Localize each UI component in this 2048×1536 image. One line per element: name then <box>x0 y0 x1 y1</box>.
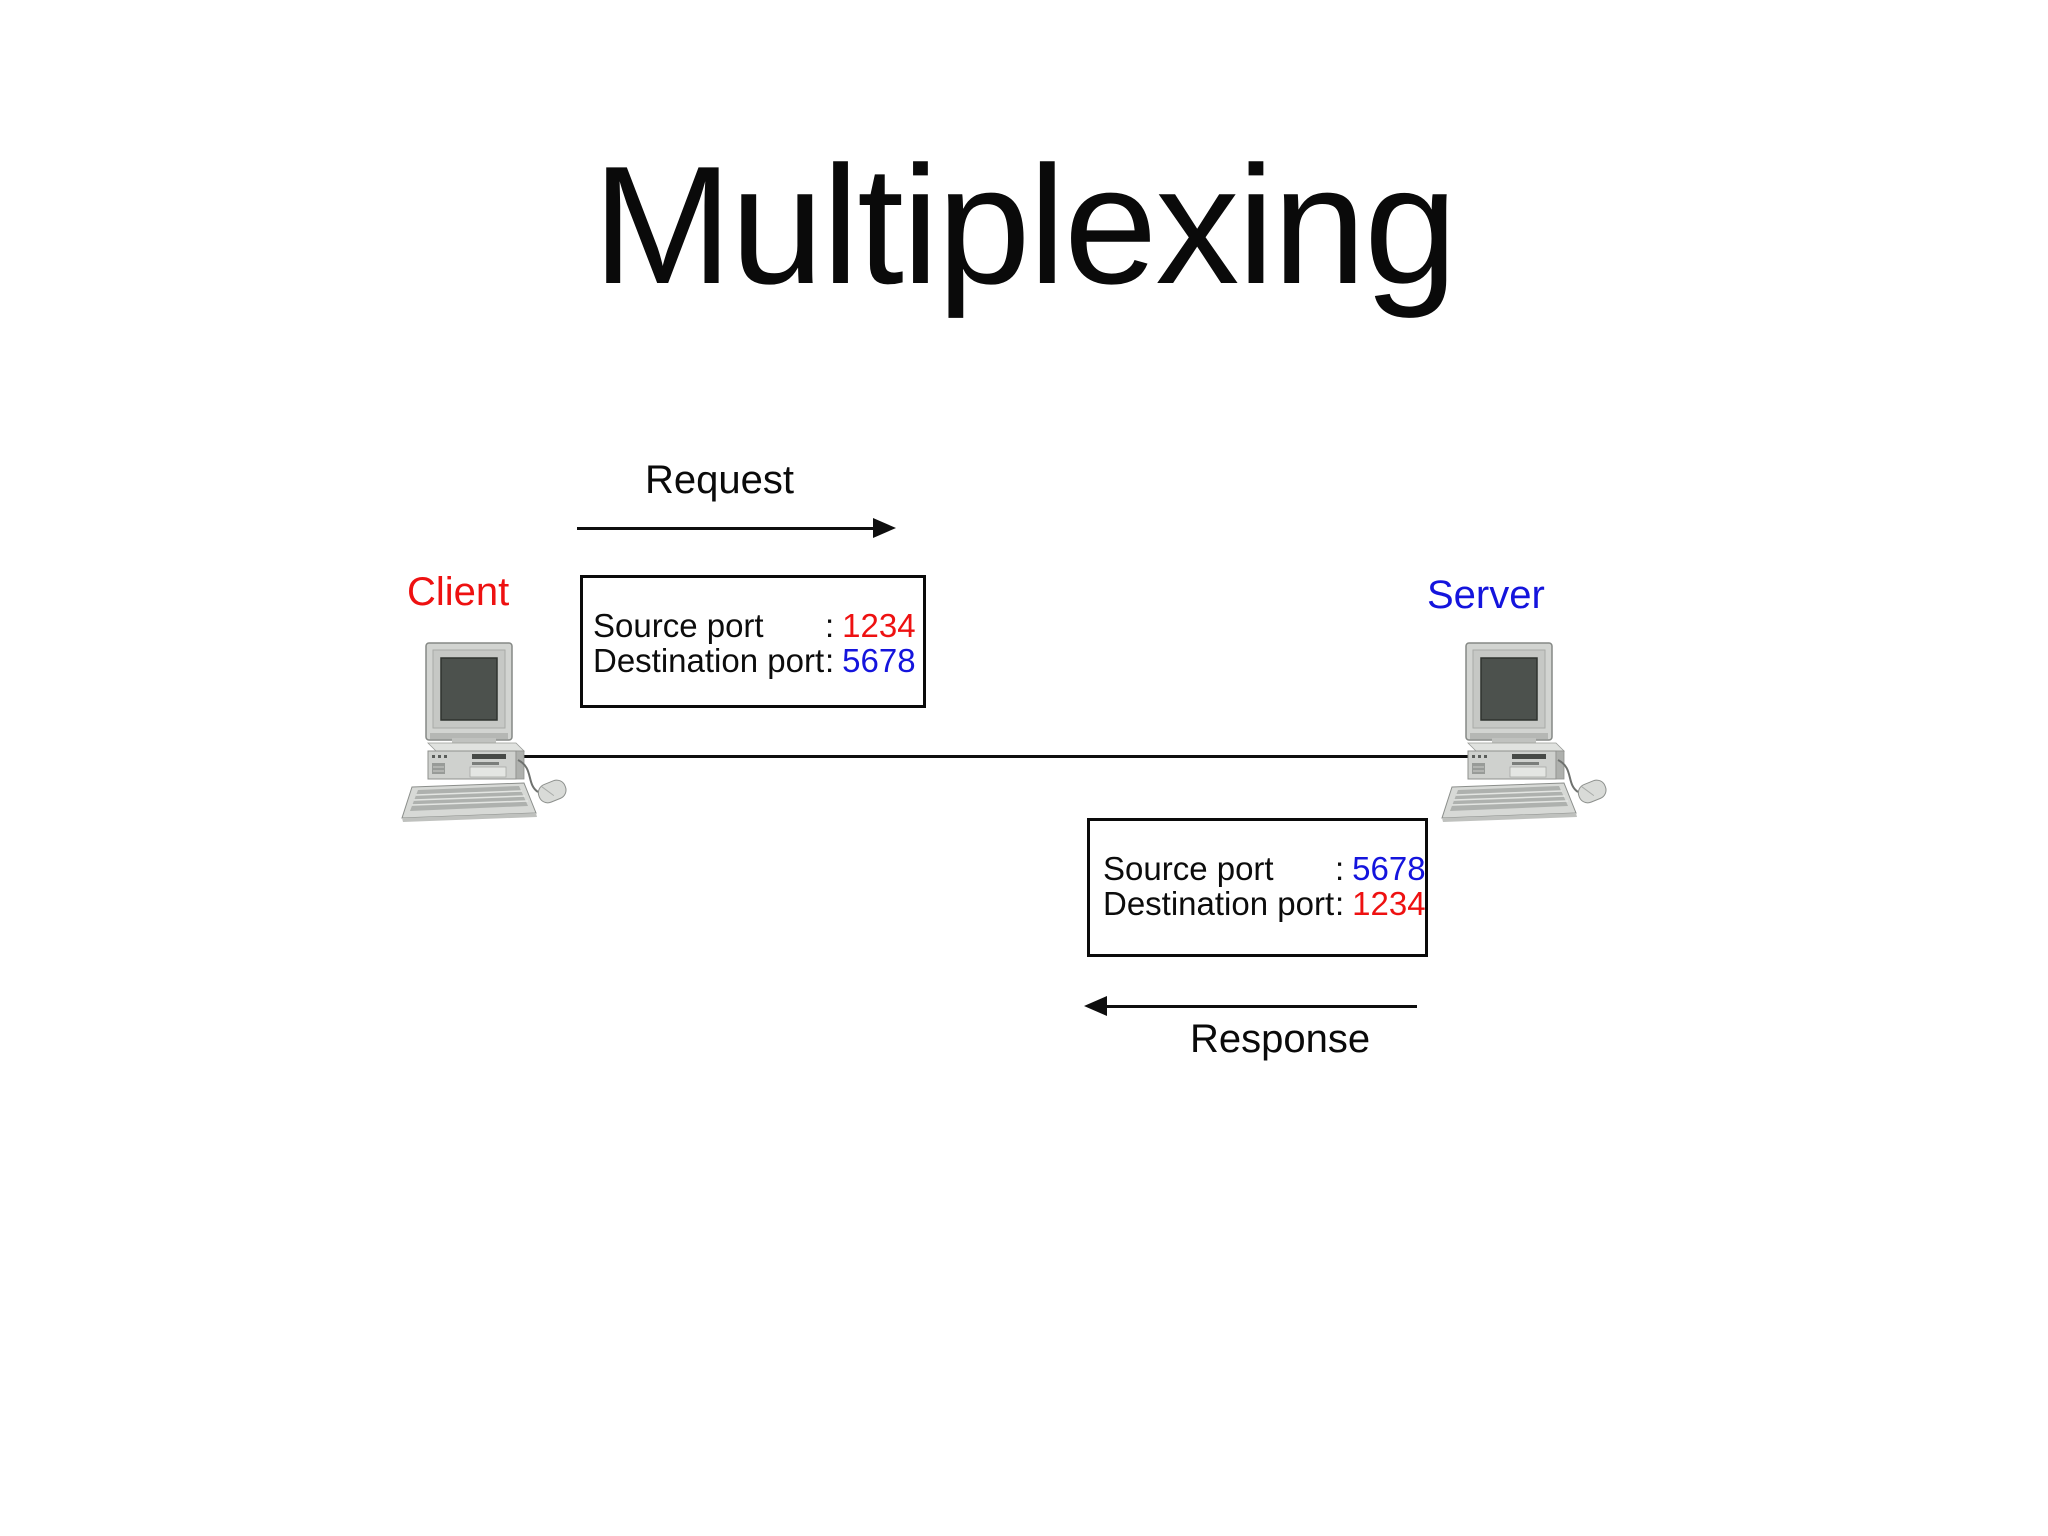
request-arrow <box>577 527 875 530</box>
packet-row: Source port:1234 <box>593 608 923 643</box>
keyboard <box>1441 782 1577 822</box>
client-label: Client <box>407 570 510 614</box>
colon-separator: : <box>825 607 835 644</box>
response-packet-box: Source port:5678 Destination port:1234 <box>1087 818 1428 957</box>
computer-case <box>427 742 525 780</box>
packet-row: Source port:5678 <box>1103 850 1426 887</box>
request-packet-box: Source port:1234 Destination port:5678 <box>580 575 926 708</box>
keyboard <box>401 782 537 822</box>
colon-separator: : <box>1335 850 1345 887</box>
server-label: Server <box>1427 573 1545 617</box>
destination-port-label: Destination port <box>1103 885 1335 922</box>
packet-row: Destination port:5678 <box>593 643 923 678</box>
source-port-label: Source port <box>1103 850 1274 887</box>
response-label: Response <box>1190 1017 1371 1061</box>
destination-port-label: Destination port <box>593 642 825 679</box>
network-link-line <box>518 755 1470 758</box>
request-label: Request <box>645 458 794 502</box>
page-title: Multiplexing <box>592 131 1457 319</box>
colon-separator: : <box>825 642 835 679</box>
mouse <box>517 759 567 804</box>
mouse <box>1557 759 1607 804</box>
server-computer-icon <box>1441 642 1607 822</box>
source-port-value: 5678 <box>1352 850 1426 887</box>
monitor <box>425 642 513 743</box>
client-computer-icon <box>401 642 567 822</box>
monitor <box>1465 642 1553 743</box>
request-arrowhead-icon <box>873 518 896 538</box>
source-port-label: Source port <box>593 607 764 644</box>
destination-port-value: 5678 <box>842 642 916 679</box>
source-port-value: 1234 <box>842 607 916 644</box>
response-arrowhead-icon <box>1084 996 1107 1016</box>
computer-case <box>1467 742 1565 780</box>
response-arrow <box>1105 1005 1417 1008</box>
destination-port-value: 1234 <box>1352 885 1426 922</box>
packet-row: Destination port:1234 <box>1103 885 1426 922</box>
colon-separator: : <box>1335 885 1345 922</box>
